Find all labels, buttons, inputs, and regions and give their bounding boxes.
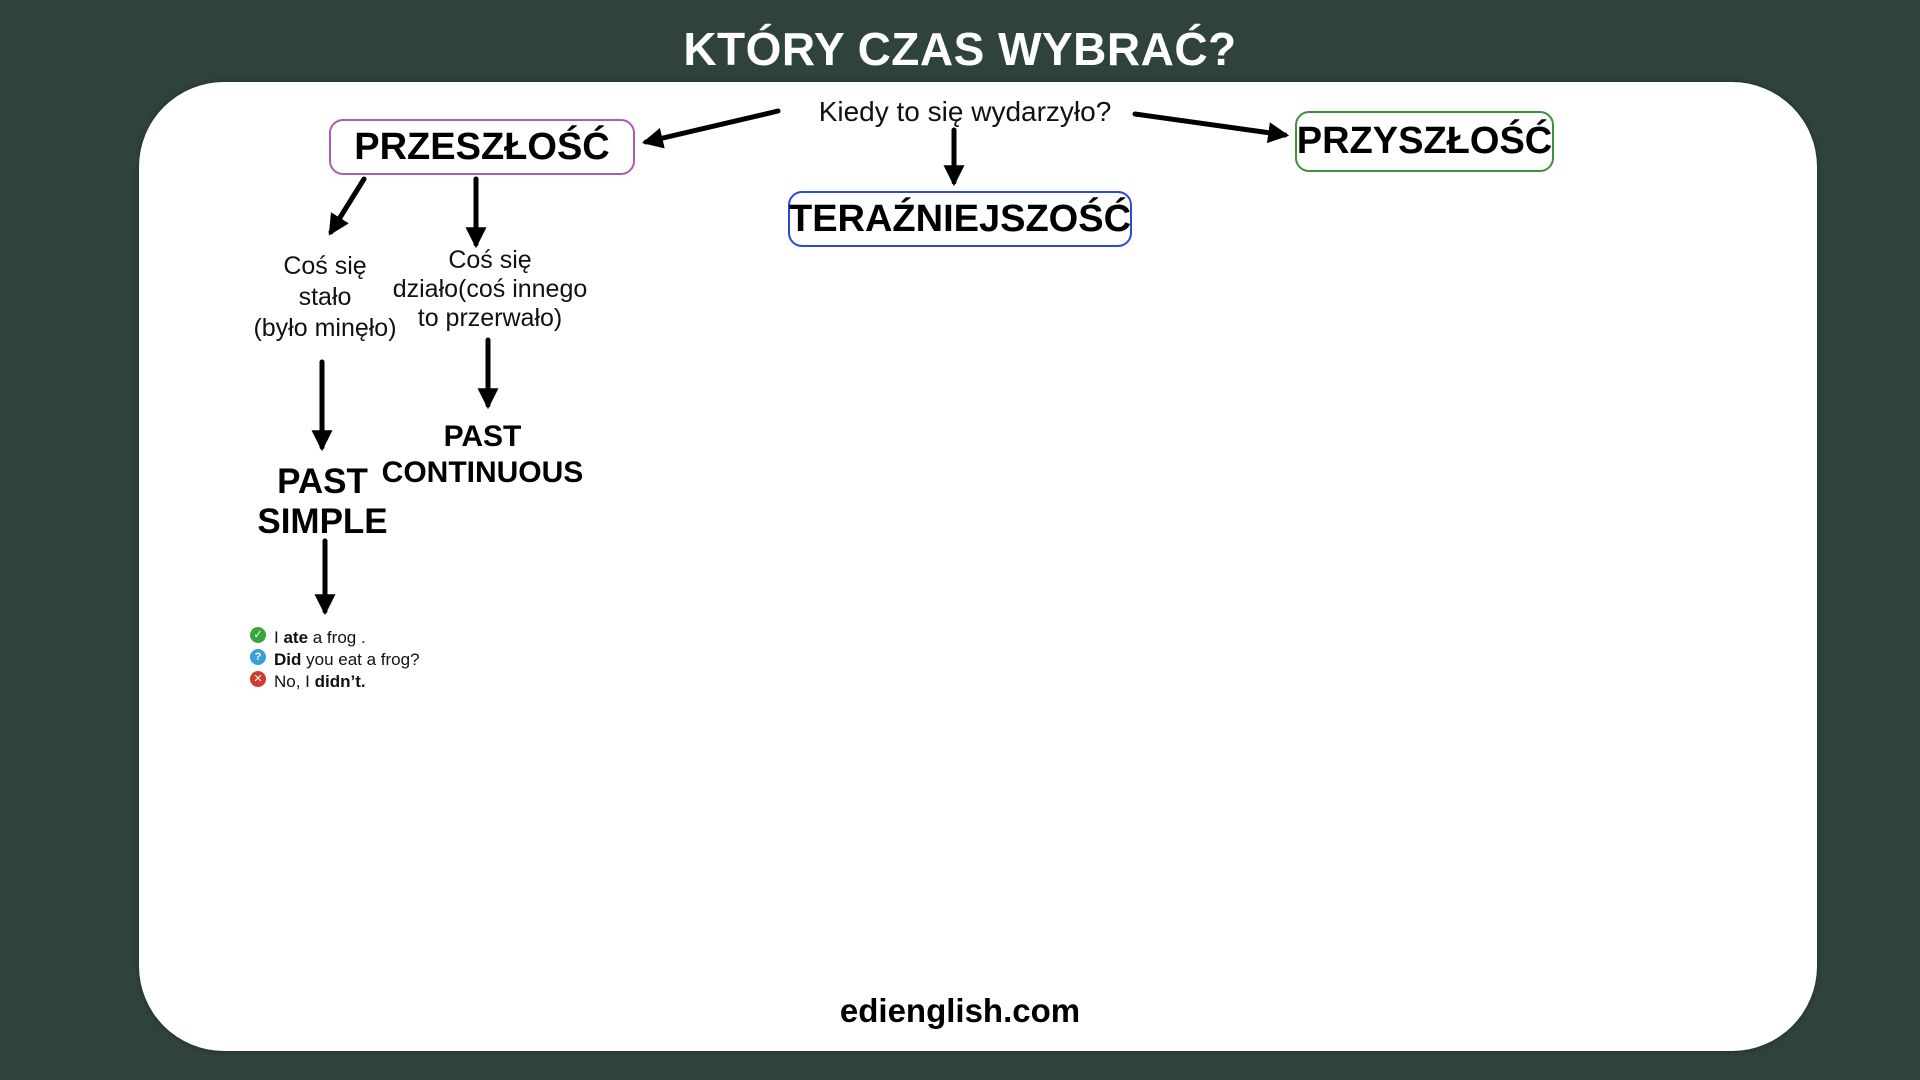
desc-line: działo(coś innego bbox=[392, 275, 588, 303]
desc-line: to przerwało) bbox=[417, 304, 563, 332]
tense-line: PAST bbox=[443, 420, 522, 453]
tense-line: PAST bbox=[277, 462, 368, 501]
question-circle-icon: ? bbox=[250, 649, 266, 665]
desc-past-simple: Coś się stało (było minęło) bbox=[240, 251, 410, 344]
check-circle-icon: ✓ bbox=[250, 627, 266, 643]
question-text: Kiedy to się wydarzyło? bbox=[818, 96, 1112, 127]
x-circle-icon: ✕ bbox=[250, 671, 266, 687]
example-text: you eat a frog? bbox=[301, 650, 420, 669]
tense-line: SIMPLE bbox=[257, 502, 388, 541]
box-present: TERAŹNIEJSZOŚĆ bbox=[788, 191, 1132, 247]
example-text-bold: didn’t. bbox=[314, 672, 366, 691]
desc-line: (było minęło) bbox=[253, 314, 397, 342]
tense-past-continuous: PAST CONTINUOUS bbox=[370, 419, 595, 491]
desc-line: Coś się bbox=[448, 246, 532, 274]
tense-past-simple: PAST SIMPLE bbox=[230, 462, 415, 542]
desc-line: Coś się bbox=[283, 252, 367, 280]
example-question: ? Did you eat a frog? bbox=[250, 649, 420, 671]
box-present-label: TERAŹNIEJSZOŚĆ bbox=[788, 197, 1132, 240]
example-text-bold: Did bbox=[274, 650, 302, 669]
tense-line: CONTINUOUS bbox=[381, 456, 584, 489]
footer-website[interactable]: edienglish.com bbox=[839, 992, 1081, 1029]
desc-past-continuous: Coś się działo(coś innego to przerwało) bbox=[385, 246, 595, 333]
page-title: KTÓRY CZAS WYBRAĆ? bbox=[683, 23, 1237, 75]
example-text: a frog . bbox=[308, 628, 366, 647]
example-text-bold: ate bbox=[283, 628, 309, 647]
examples-list: ✓ I ate a frog . ? Did you eat a frog? ✕… bbox=[250, 627, 420, 693]
example-text: No, I bbox=[274, 672, 315, 691]
example-text: I bbox=[274, 628, 284, 647]
box-past: PRZESZŁOŚĆ bbox=[329, 119, 635, 175]
box-future-label: PRZYSZŁOŚĆ bbox=[1296, 120, 1553, 162]
example-negative: ✕ No, I didn’t. bbox=[250, 671, 420, 693]
box-future: PRZYSZŁOŚĆ bbox=[1295, 111, 1554, 172]
box-past-label: PRZESZŁOŚĆ bbox=[354, 125, 610, 168]
example-affirmative: ✓ I ate a frog . bbox=[250, 627, 420, 649]
desc-line: stało bbox=[298, 283, 352, 311]
